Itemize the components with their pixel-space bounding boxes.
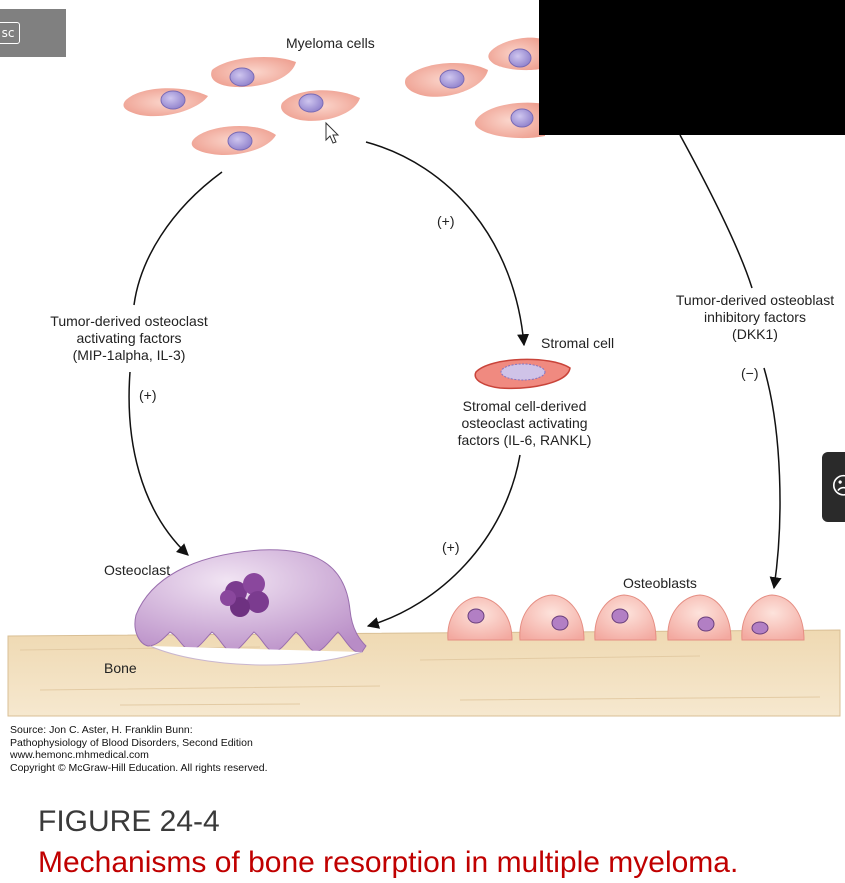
esc-button[interactable]: sc — [0, 9, 66, 57]
arrow-osteoblast-factors-to-osteoblasts — [763, 367, 782, 590]
mouse-cursor-icon — [325, 121, 340, 144]
label-tumor-osteoblast-factors: Tumor-derived osteoblast inhibitory fact… — [675, 292, 835, 342]
label-plus-left: (+) — [139, 387, 157, 403]
source-line: Source: Jon C. Aster, H. Franklin Bunn: — [10, 724, 193, 736]
osteoblast-cell — [447, 596, 513, 641]
speech-bubble-icon: ☹ — [831, 472, 845, 500]
myeloma-cell — [211, 56, 296, 88]
osteoblasts — [447, 594, 805, 641]
label-myeloma-cells: Myeloma cells — [286, 35, 375, 51]
stromal-cell — [474, 358, 571, 390]
osteoblast-cell — [667, 594, 732, 641]
figure-number: FIGURE 24-4 — [38, 805, 220, 838]
label-plus-stromal: (+) — [442, 539, 460, 555]
label-minus-right: (−) — [741, 365, 759, 381]
osteoblast-cell — [741, 594, 805, 641]
label-plus-top: (+) — [437, 213, 455, 229]
source-line: Pathophysiology of Blood Disorders, Seco… — [10, 736, 253, 749]
osteoclast-nuclei — [220, 573, 269, 617]
osteoblast-cell — [594, 594, 657, 641]
myeloma-cells — [123, 37, 545, 156]
myeloma-cell — [191, 125, 276, 156]
label-tumor-osteoclast-factors: Tumor-derived osteoclast activating fact… — [50, 313, 208, 363]
myeloma-cell — [488, 37, 545, 71]
osteoclast-cell — [134, 549, 367, 666]
label-osteoclast: Osteoclast — [104, 562, 171, 578]
osteoblast-cell — [519, 594, 585, 641]
arrow-myeloma-to-stromal — [365, 141, 530, 347]
arrow-stromal-factors-to-bone — [366, 454, 521, 629]
myeloma-cell — [474, 102, 545, 139]
video-overlay-black — [539, 0, 845, 135]
arrow-tumor-factors-to-osteoclast — [128, 371, 189, 556]
myeloma-cell — [404, 63, 488, 97]
label-stromal-factors: Stromal cell-derived osteoclast activati… — [457, 398, 592, 448]
label-osteoblasts: Osteoblasts — [623, 575, 697, 591]
source-line: www.hemonc.mhmedical.com — [10, 749, 149, 761]
arrow-myeloma-to-tumor-factors — [133, 171, 223, 306]
myeloma-cell — [281, 90, 360, 121]
myeloma-cell — [123, 88, 208, 117]
figure-caption: Mechanisms of bone resorption in multipl… — [38, 846, 739, 879]
esc-key-label: sc — [0, 22, 20, 44]
arrow-myeloma-to-osteoblast-factors — [679, 134, 753, 289]
source-credit: Source: Jon C. Aster, H. Franklin Bunn: … — [10, 724, 268, 774]
side-panel-tab[interactable]: ☹ — [822, 452, 845, 522]
label-bone: Bone — [104, 660, 137, 676]
label-stromal-cell: Stromal cell — [541, 335, 615, 351]
source-line: Copyright © McGraw-Hill Education. All r… — [10, 761, 268, 774]
